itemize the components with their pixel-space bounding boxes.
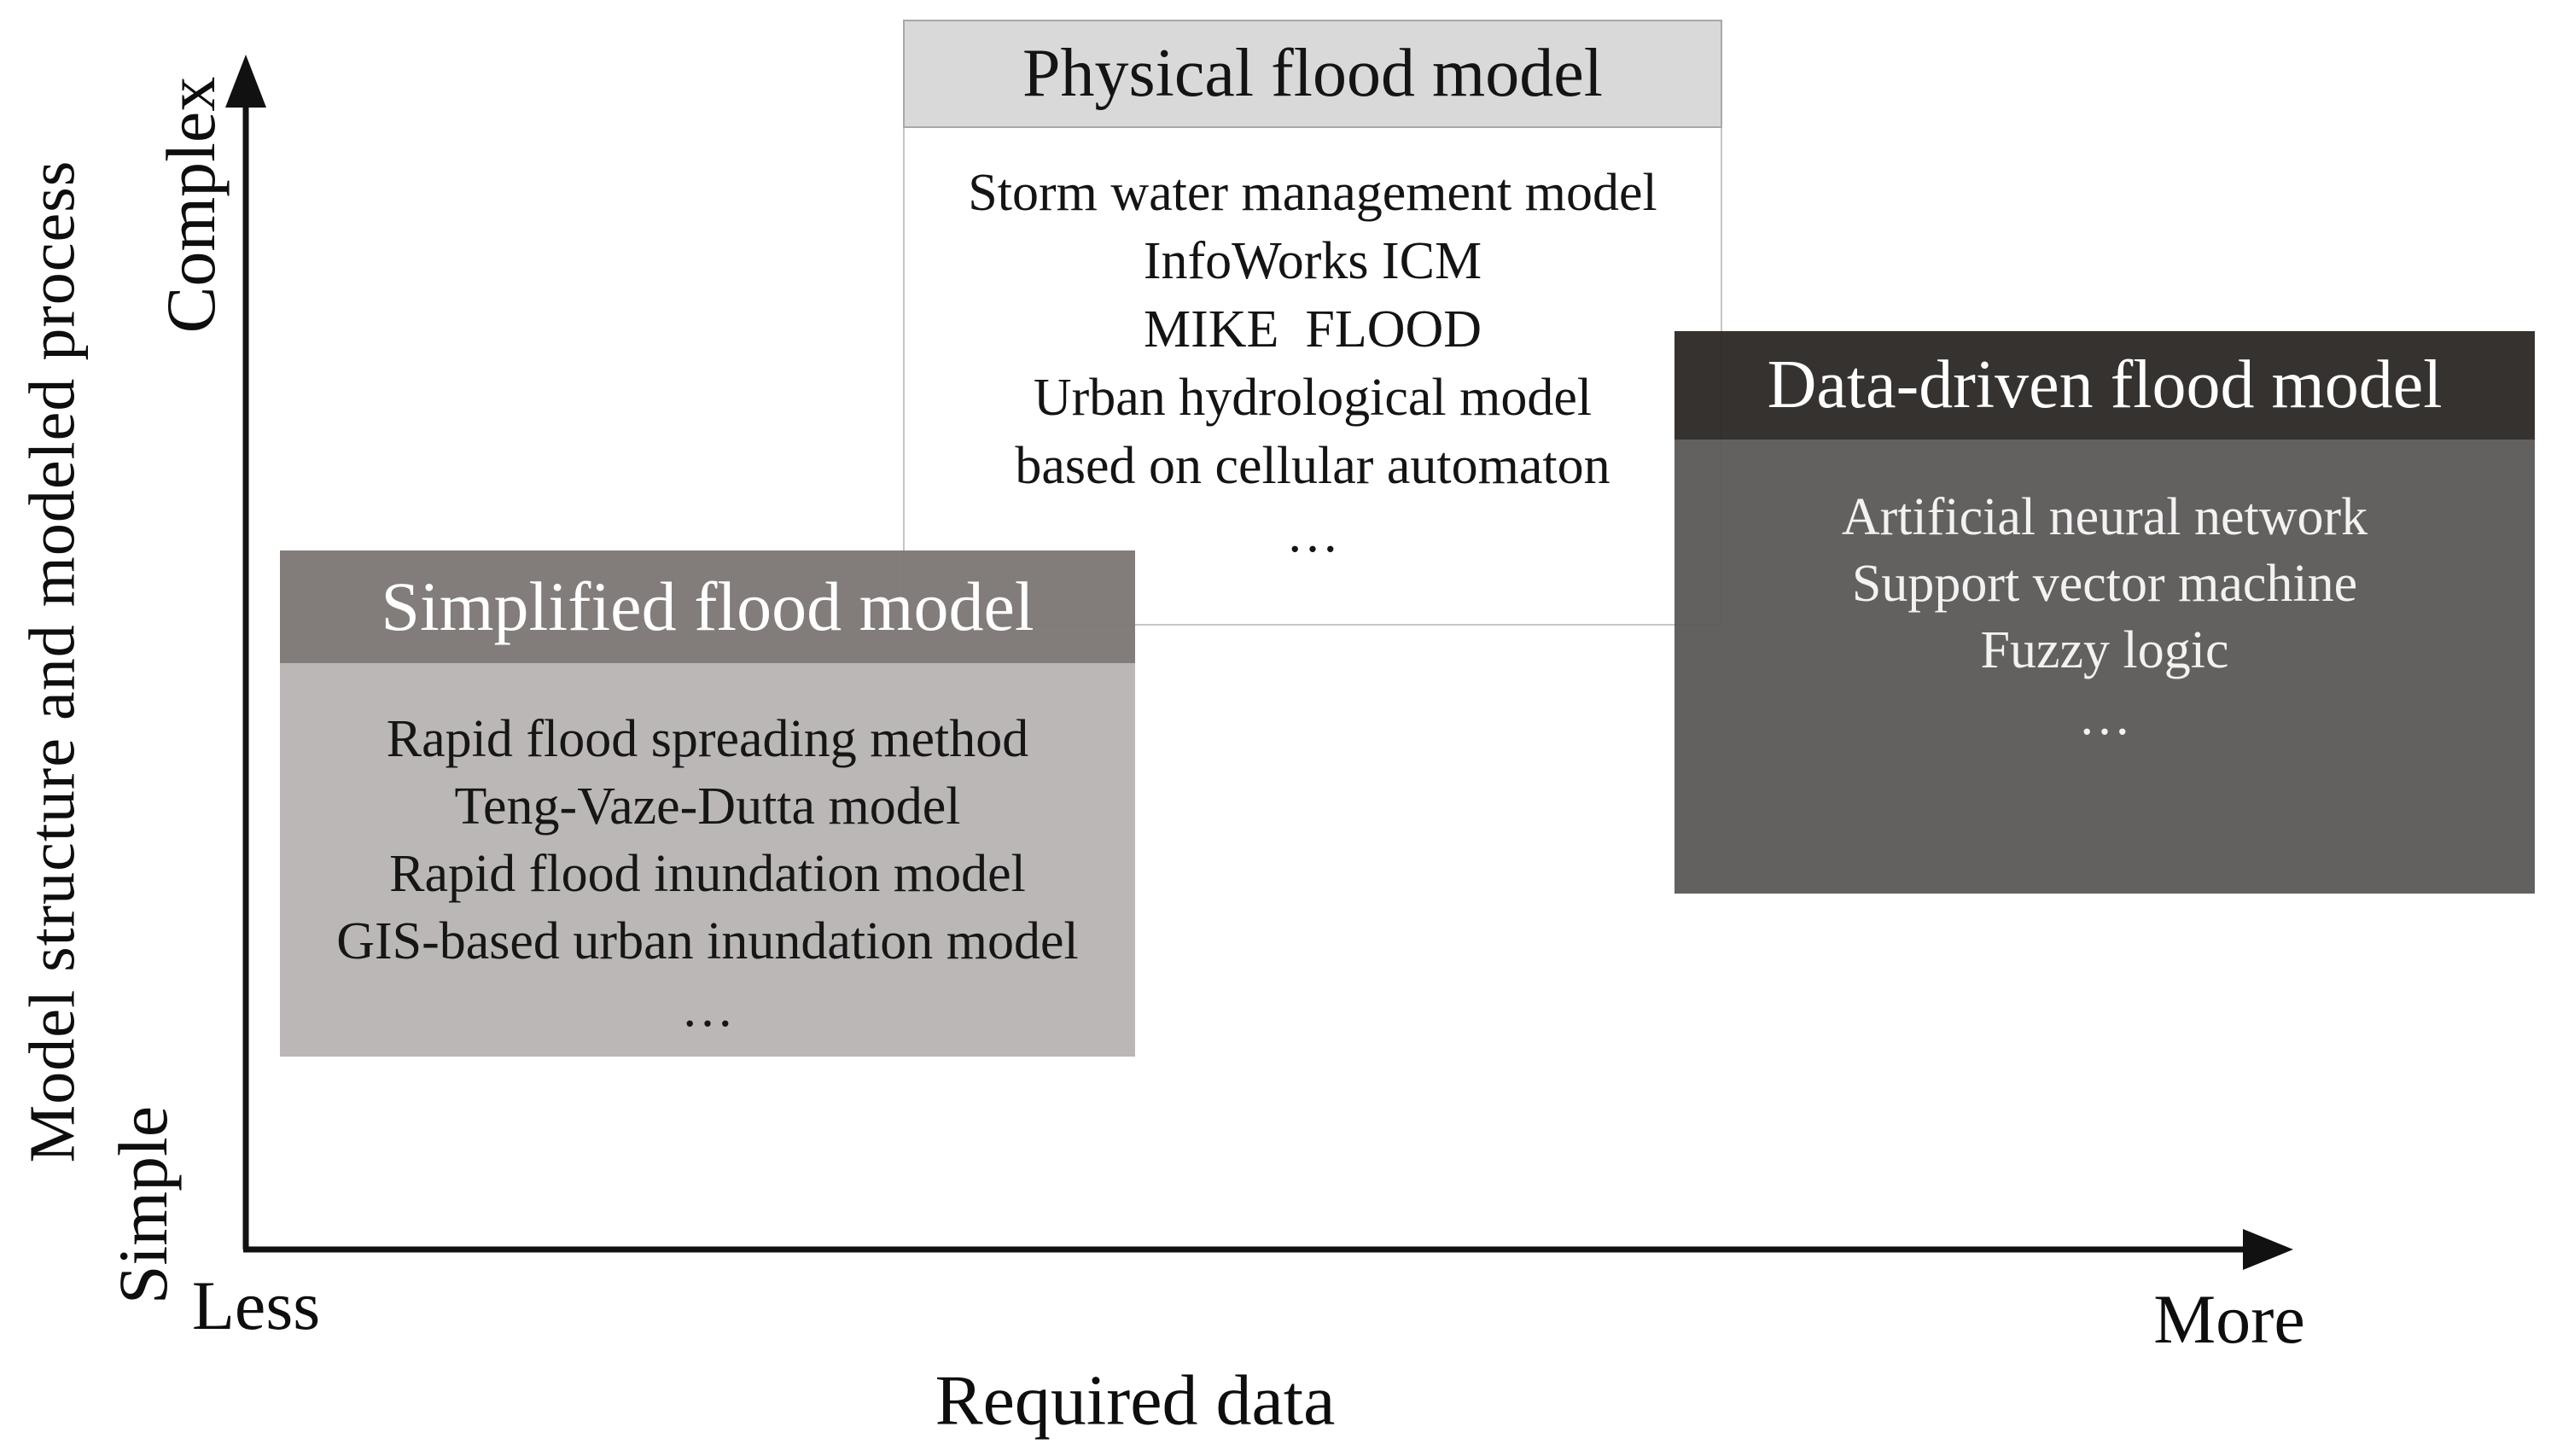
model-item: Artificial neural network — [1841, 488, 2368, 546]
model-item: MIKE FLOOD — [1143, 300, 1482, 358]
model-item: Urban hydrological model — [1033, 369, 1593, 427]
model-item: Rapid flood inundation model — [389, 845, 1026, 903]
model-item: Storm water management model — [968, 164, 1657, 222]
ellipsis-item: … — [2078, 688, 2131, 746]
model-item: based on cellular automaton — [1015, 437, 1610, 495]
data-driven-flood-model-title: Data-driven flood model — [1674, 331, 2535, 440]
model-item: GIS-based urban inundation model — [336, 912, 1079, 970]
model-item: Support vector machine — [1851, 555, 2358, 613]
x-axis-min-label: Less — [191, 1267, 321, 1344]
model-item: Rapid flood spreading method — [386, 710, 1029, 768]
simplified-flood-model-box: Simplified flood model Rapid flood sprea… — [280, 550, 1135, 1057]
data-driven-flood-model-box: Data-driven flood model Artificial neura… — [1674, 331, 2535, 894]
simplified-flood-model-title: Simplified flood model — [280, 550, 1135, 663]
physical-flood-model-items: Storm water management model InfoWorks I… — [903, 128, 1722, 626]
model-item: InfoWorks ICM — [1143, 232, 1482, 290]
data-driven-flood-model-items: Artificial neural network Support vector… — [1674, 440, 2535, 894]
physical-flood-model-title: Physical flood model — [903, 20, 1722, 128]
model-item: Teng-Vaze-Dutta model — [454, 778, 961, 836]
x-axis-label: Required data — [935, 1360, 1336, 1441]
y-axis-label: Model structure and modeled process — [16, 160, 89, 1163]
ellipsis-item: … — [1286, 505, 1339, 563]
x-axis-max-label: More — [2153, 1280, 2305, 1358]
y-axis-max-label: Complex — [152, 76, 230, 334]
y-axis-arrowhead-icon — [225, 55, 266, 108]
physical-flood-model-box: Physical flood model Storm water managem… — [903, 20, 1722, 626]
ellipsis-item: … — [681, 980, 734, 1038]
x-axis-arrowhead-icon — [2243, 1229, 2293, 1270]
model-item: Fuzzy logic — [1980, 621, 2229, 679]
y-axis-min-label: Simple — [104, 1105, 182, 1305]
simplified-flood-model-items: Rapid flood spreading method Teng-Vaze-D… — [280, 663, 1135, 1057]
